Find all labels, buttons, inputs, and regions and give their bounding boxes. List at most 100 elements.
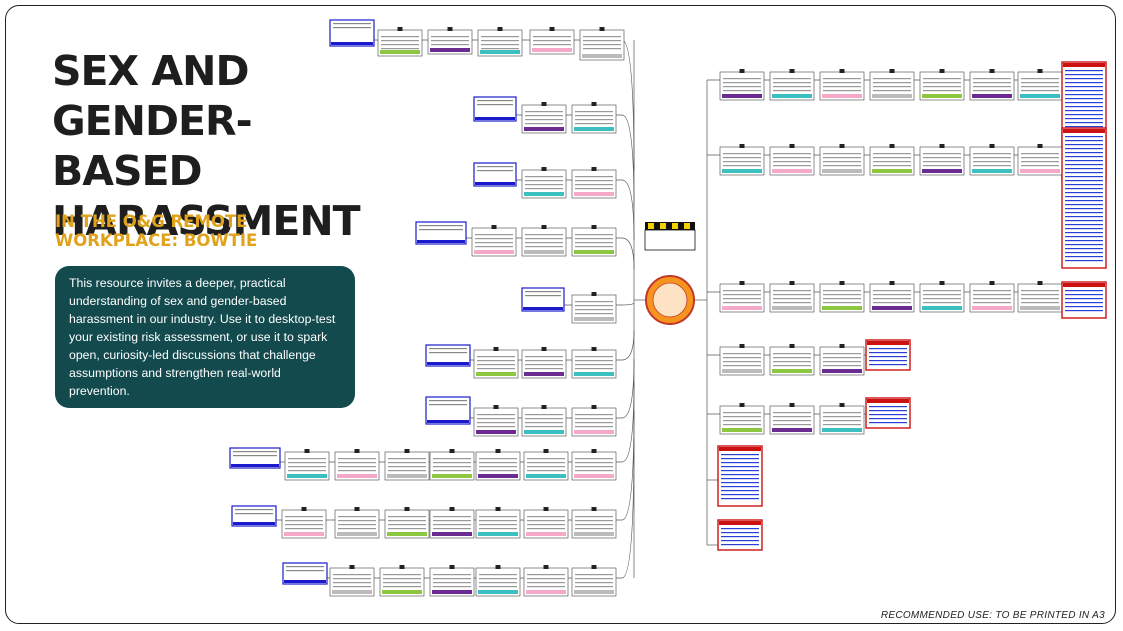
binder-clip-icon [989, 144, 995, 148]
binder-clip-icon [541, 405, 547, 409]
binder-clip-icon [591, 507, 597, 511]
barrier-box [284, 449, 330, 481]
barrier-box [571, 292, 617, 324]
binder-clip-icon [399, 565, 405, 569]
threat-box [329, 19, 375, 47]
barrier-box [571, 225, 617, 257]
barrier-box [1017, 281, 1063, 313]
threat-box [231, 505, 277, 527]
binder-clip-icon [789, 344, 795, 348]
barrier-box [969, 69, 1015, 101]
binder-clip-icon [591, 565, 597, 569]
barrier-box [919, 281, 965, 313]
barrier-box [475, 449, 521, 481]
binder-clip-icon [449, 449, 455, 453]
binder-clip-icon [493, 347, 499, 351]
consequence-box [1061, 127, 1107, 269]
threat-box [473, 96, 517, 122]
binder-clip-icon [543, 507, 549, 511]
binder-clip-icon [591, 167, 597, 171]
threat-box [425, 396, 471, 425]
binder-clip-icon [789, 144, 795, 148]
barrier-box [869, 144, 915, 176]
barrier-box [334, 507, 380, 539]
recommended-use-note: RECOMMENDED USE: TO BE PRINTED IN A3 [880, 610, 1105, 621]
barrier-box [429, 449, 475, 481]
barrier-box [523, 507, 569, 539]
threat-box [415, 221, 467, 245]
page-title: SEX AND GENDER-BASED HARASSMENT [52, 47, 361, 245]
binder-clip-icon [839, 403, 845, 407]
barrier-box [521, 102, 567, 134]
binder-clip-icon [491, 225, 497, 229]
barrier-box [384, 449, 430, 481]
binder-clip-icon [591, 102, 597, 106]
binder-clip-icon [939, 144, 945, 148]
binder-clip-icon [447, 27, 453, 31]
binder-clip-icon [591, 292, 597, 296]
barrier-box [571, 565, 617, 597]
binder-clip-icon [1037, 69, 1043, 73]
barrier-box [329, 565, 375, 597]
barrier-boxes [229, 19, 1107, 597]
binder-clip-icon [839, 69, 845, 73]
binder-clip-icon [591, 347, 597, 351]
barrier-box [869, 281, 915, 313]
description-panel: This resource invites a deeper, practica… [55, 266, 355, 408]
consequence-box [865, 339, 911, 371]
barrier-box [719, 344, 765, 376]
barrier-box [523, 565, 569, 597]
binder-clip-icon [1037, 144, 1043, 148]
barrier-box [769, 344, 815, 376]
barrier-box [471, 225, 517, 257]
barrier-box [475, 507, 521, 539]
binder-clip-icon [349, 565, 355, 569]
binder-clip-icon [939, 69, 945, 73]
barrier-box [719, 69, 765, 101]
hazard-stripe-icon [644, 222, 696, 251]
bowtie-center [644, 222, 696, 325]
binder-clip-icon [739, 344, 745, 348]
binder-clip-icon [591, 225, 597, 229]
barrier-box [571, 347, 617, 379]
binder-clip-icon [839, 144, 845, 148]
binder-clip-icon [354, 507, 360, 511]
barrier-box [969, 144, 1015, 176]
barrier-box [529, 27, 575, 55]
binder-clip-icon [739, 281, 745, 285]
barrier-box [1017, 144, 1063, 176]
binder-clip-icon [789, 69, 795, 73]
barrier-box [1017, 69, 1063, 101]
binder-clip-icon [591, 405, 597, 409]
barrier-box [521, 225, 567, 257]
binder-clip-icon [354, 449, 360, 453]
binder-clip-icon [989, 69, 995, 73]
threat-box [229, 447, 281, 469]
binder-clip-icon [739, 69, 745, 73]
binder-clip-icon [541, 102, 547, 106]
binder-clip-icon [789, 403, 795, 407]
barrier-box [521, 347, 567, 379]
barrier-box [571, 102, 617, 134]
binder-clip-icon [541, 347, 547, 351]
barrier-box [769, 144, 815, 176]
barrier-box [719, 281, 765, 313]
binder-clip-icon [889, 144, 895, 148]
barrier-box [919, 144, 965, 176]
binder-clip-icon [739, 403, 745, 407]
binder-clip-icon [404, 507, 410, 511]
binder-clip-icon [789, 281, 795, 285]
threat-box [425, 344, 471, 367]
barrier-box [379, 565, 425, 597]
barrier-box [719, 144, 765, 176]
barrier-box [969, 281, 1015, 313]
binder-clip-icon [889, 69, 895, 73]
binder-clip-icon [541, 225, 547, 229]
binder-clip-icon [495, 565, 501, 569]
binder-clip-icon [543, 449, 549, 453]
barrier-box [523, 449, 569, 481]
binder-clip-icon [543, 565, 549, 569]
threat-box [473, 162, 517, 187]
binder-clip-icon [939, 281, 945, 285]
